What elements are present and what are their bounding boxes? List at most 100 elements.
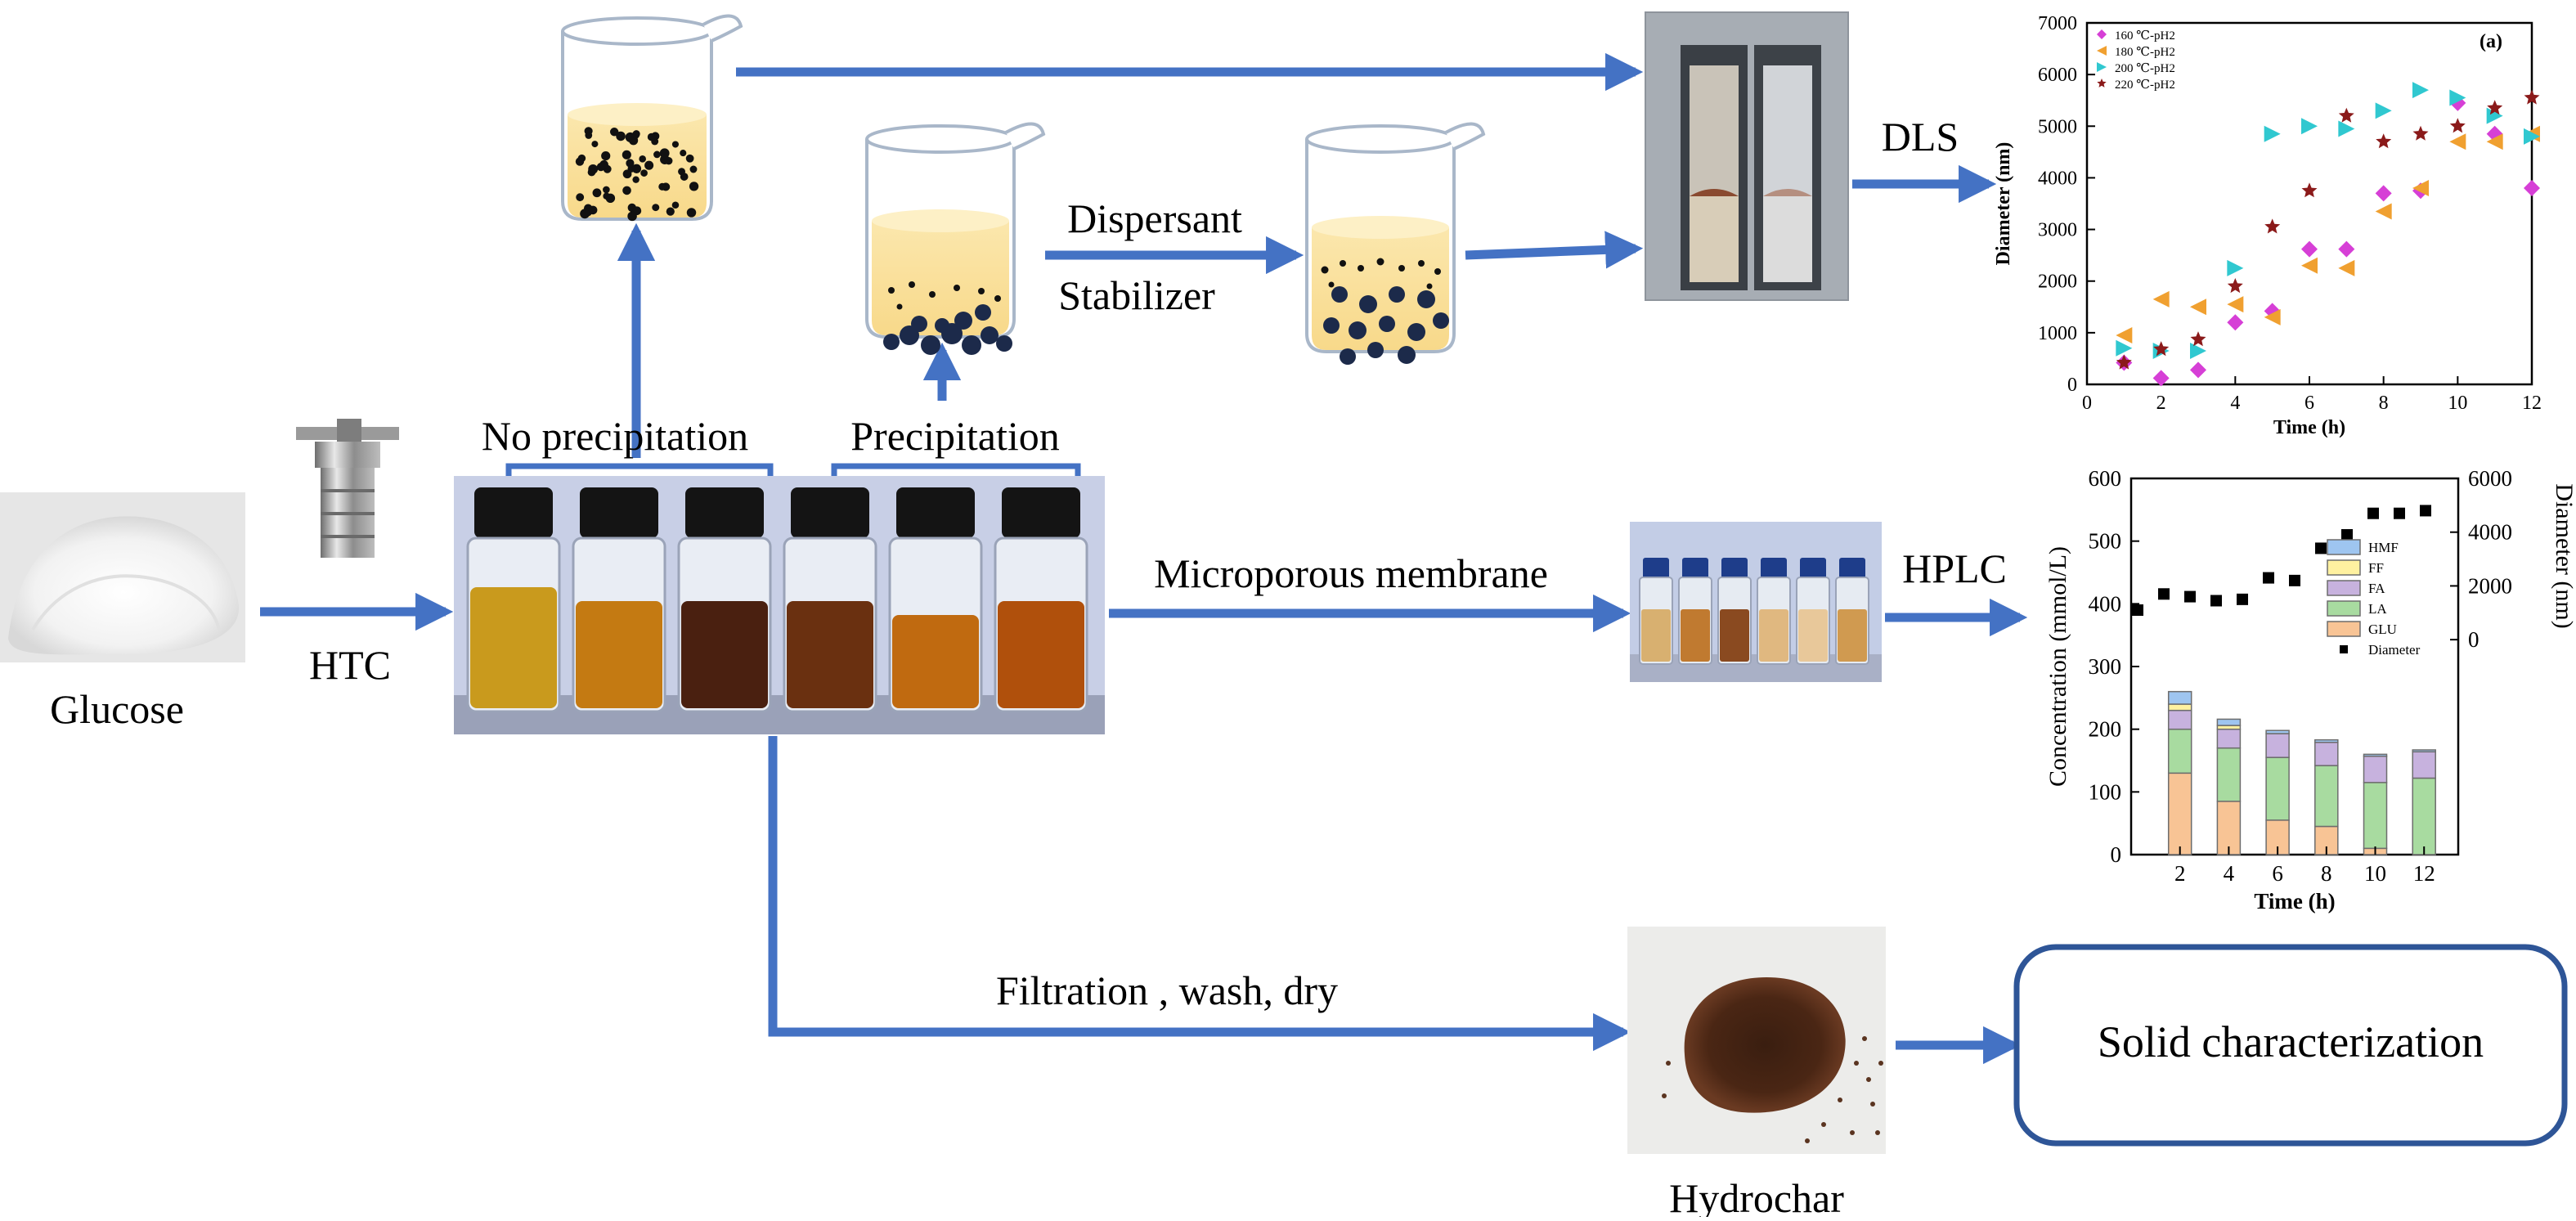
data-point <box>2375 185 2392 202</box>
data-point <box>2116 327 2133 344</box>
diameter-point <box>2237 593 2248 605</box>
data-point <box>2338 120 2355 137</box>
particle-dot <box>929 291 936 298</box>
autoclave-icon <box>296 419 399 558</box>
particle-dot <box>587 168 596 177</box>
vial-liquid <box>998 601 1084 708</box>
particle-ball <box>883 334 900 350</box>
bar-segment <box>2265 756 2290 821</box>
beaker-spout <box>1005 122 1046 150</box>
particle-dot <box>575 157 585 166</box>
legend-label: GLU <box>2368 622 2397 637</box>
particle-ball <box>1359 295 1377 313</box>
diameter-point <box>2367 507 2379 519</box>
legend-swatch <box>2327 559 2361 576</box>
y-tick-label: 400 <box>2089 591 2122 616</box>
dispersant-label: Dispersant <box>1067 195 1242 241</box>
beaker-liquid <box>1312 227 1449 350</box>
data-point <box>2301 240 2318 258</box>
vial-cap <box>791 487 869 538</box>
glucose-powder-image <box>0 492 245 662</box>
bar-segment <box>2363 782 2388 850</box>
vial-liquid <box>470 587 557 708</box>
particle-ball <box>981 326 999 344</box>
x-tick-label: 0 <box>2082 393 2092 414</box>
data-point <box>2524 128 2540 145</box>
bar-segment <box>2167 772 2192 855</box>
particle-ball <box>935 318 949 333</box>
legend-swatch <box>2327 580 2361 596</box>
char-speckle <box>1870 1102 1875 1107</box>
particle-ball <box>1349 321 1367 339</box>
vial-liquid <box>576 601 662 708</box>
particle-dot <box>1328 281 1335 288</box>
diameter-point <box>2132 604 2143 616</box>
data-point <box>2116 339 2133 357</box>
data-point <box>2487 100 2503 115</box>
plot-frame <box>2085 21 2533 386</box>
particle-dot <box>632 176 640 183</box>
particle-dot <box>599 159 608 169</box>
y-tick-label: 600 <box>2089 466 2122 491</box>
x-tick-label: 4 <box>2230 393 2240 414</box>
data-point <box>2412 125 2429 141</box>
y-right-axis-title: Diameter (nm) <box>2551 483 2576 628</box>
legend-label: 200 ℃-pH2 <box>2115 62 2175 75</box>
microporous-membrane-label: Microporous membrane <box>1154 550 1548 596</box>
legend-swatch <box>2327 600 2361 617</box>
particle-dot <box>896 303 903 310</box>
liquid-surface <box>568 103 707 126</box>
char-speckle <box>1838 1098 1842 1102</box>
legend-marker <box>2097 79 2107 88</box>
data-point <box>2338 107 2354 123</box>
data-point <box>2486 133 2503 150</box>
particle-dot <box>658 182 666 191</box>
data-point <box>2338 259 2355 276</box>
vial-liquid <box>892 615 979 708</box>
data-point <box>2412 82 2429 99</box>
liquid-surface <box>872 209 1009 232</box>
particle-dot <box>603 186 610 194</box>
particle-dot <box>666 207 675 216</box>
diameter-point <box>2289 574 2300 586</box>
vial-cap <box>1002 487 1080 538</box>
data-point <box>2264 308 2281 325</box>
y-tick-label: 100 <box>2089 779 2122 804</box>
particle-ball <box>1389 286 1405 303</box>
particle-ball <box>1398 346 1416 364</box>
stabilizer-label: Stabilizer <box>1058 272 1215 318</box>
legend-swatch <box>2327 539 2361 555</box>
y-tick-label: 500 <box>2089 529 2122 554</box>
small-vial-cap <box>1682 558 1708 579</box>
particle-dot <box>605 193 616 204</box>
y-tick-label: 7000 <box>2038 13 2077 34</box>
particle-dot <box>660 155 670 165</box>
vial-liquid <box>681 601 768 708</box>
particle-dot <box>653 150 661 159</box>
small-vial-liquid <box>1720 609 1749 662</box>
legend-label: 220 ℃-pH2 <box>2115 79 2175 92</box>
x-axis-title: Time (h) <box>2273 417 2345 438</box>
data-point <box>2486 107 2503 124</box>
particle-dot <box>1434 268 1441 275</box>
legend-label: Diameter <box>2368 642 2421 658</box>
hydrochar-photo <box>1627 927 1886 1154</box>
particle-dot <box>647 132 656 141</box>
particle-dot <box>1376 258 1384 266</box>
vial-liquid <box>787 601 873 708</box>
bar-segment <box>2314 742 2339 766</box>
particle-dot <box>622 186 631 195</box>
x-axis-title: Time (h) <box>2254 889 2335 914</box>
data-point <box>2190 342 2206 359</box>
y-tick-label: 200 <box>2089 717 2122 742</box>
particle-ball <box>1417 290 1435 308</box>
x-tick-label: 6 <box>2304 393 2314 414</box>
bar-segment <box>2412 751 2436 779</box>
particle-dot <box>1398 265 1405 272</box>
particle-ball <box>996 335 1012 352</box>
y-tick-label: 1000 <box>2038 323 2077 344</box>
particle-ball <box>1407 323 1425 341</box>
legend-label: 160 ℃-pH2 <box>2115 29 2175 43</box>
